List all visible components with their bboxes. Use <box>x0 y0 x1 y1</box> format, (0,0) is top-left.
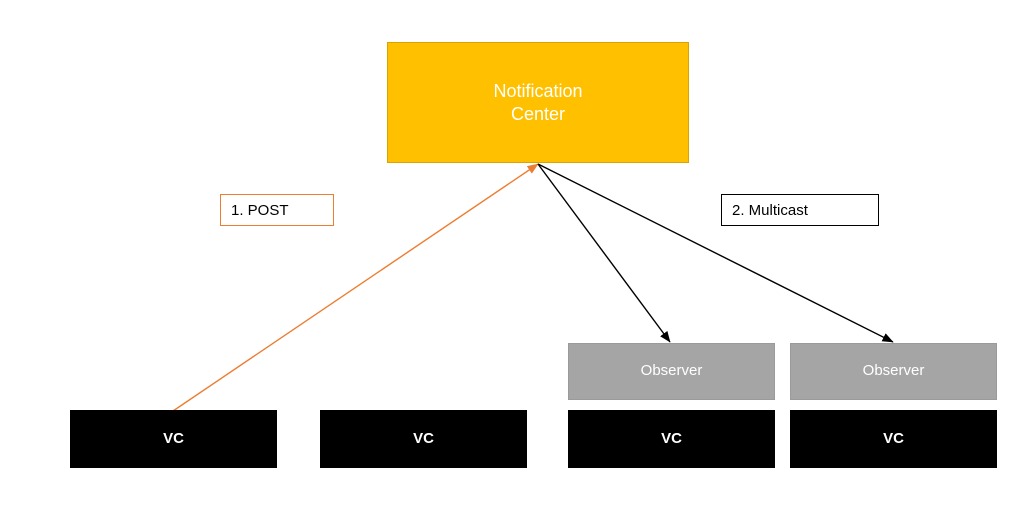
node-observer-2[interactable]: Observer <box>790 343 997 400</box>
label-post[interactable]: 1. POST <box>220 194 334 226</box>
node-notification-center[interactable]: Notification Center <box>387 42 689 163</box>
notification-center-line-1: Notification <box>493 81 583 101</box>
observer-2-label: Observer <box>862 362 925 380</box>
label-multicast-text: 2. Multicast <box>732 201 808 219</box>
multicast-arrow-1 <box>537 163 671 343</box>
observer-1-label: Observer <box>640 362 703 380</box>
notification-center-text: Notification Center <box>493 80 582 125</box>
vc-3-label: VC <box>661 429 682 447</box>
node-vc-2[interactable]: VC <box>320 410 527 468</box>
node-vc-4[interactable]: VC <box>790 410 997 468</box>
vc-4-label: VC <box>883 429 904 447</box>
label-multicast[interactable]: 2. Multicast <box>721 194 879 226</box>
node-vc-3[interactable]: VC <box>568 410 775 468</box>
node-observer-1[interactable]: Observer <box>568 343 775 400</box>
multicast-arrow-2 <box>537 163 894 343</box>
vc-1-label: VC <box>163 429 184 447</box>
label-post-text: 1. POST <box>231 201 289 219</box>
vc-2-label: VC <box>413 429 434 447</box>
notification-center-line-2: Center <box>510 103 565 124</box>
node-vc-1[interactable]: VC <box>70 410 277 468</box>
